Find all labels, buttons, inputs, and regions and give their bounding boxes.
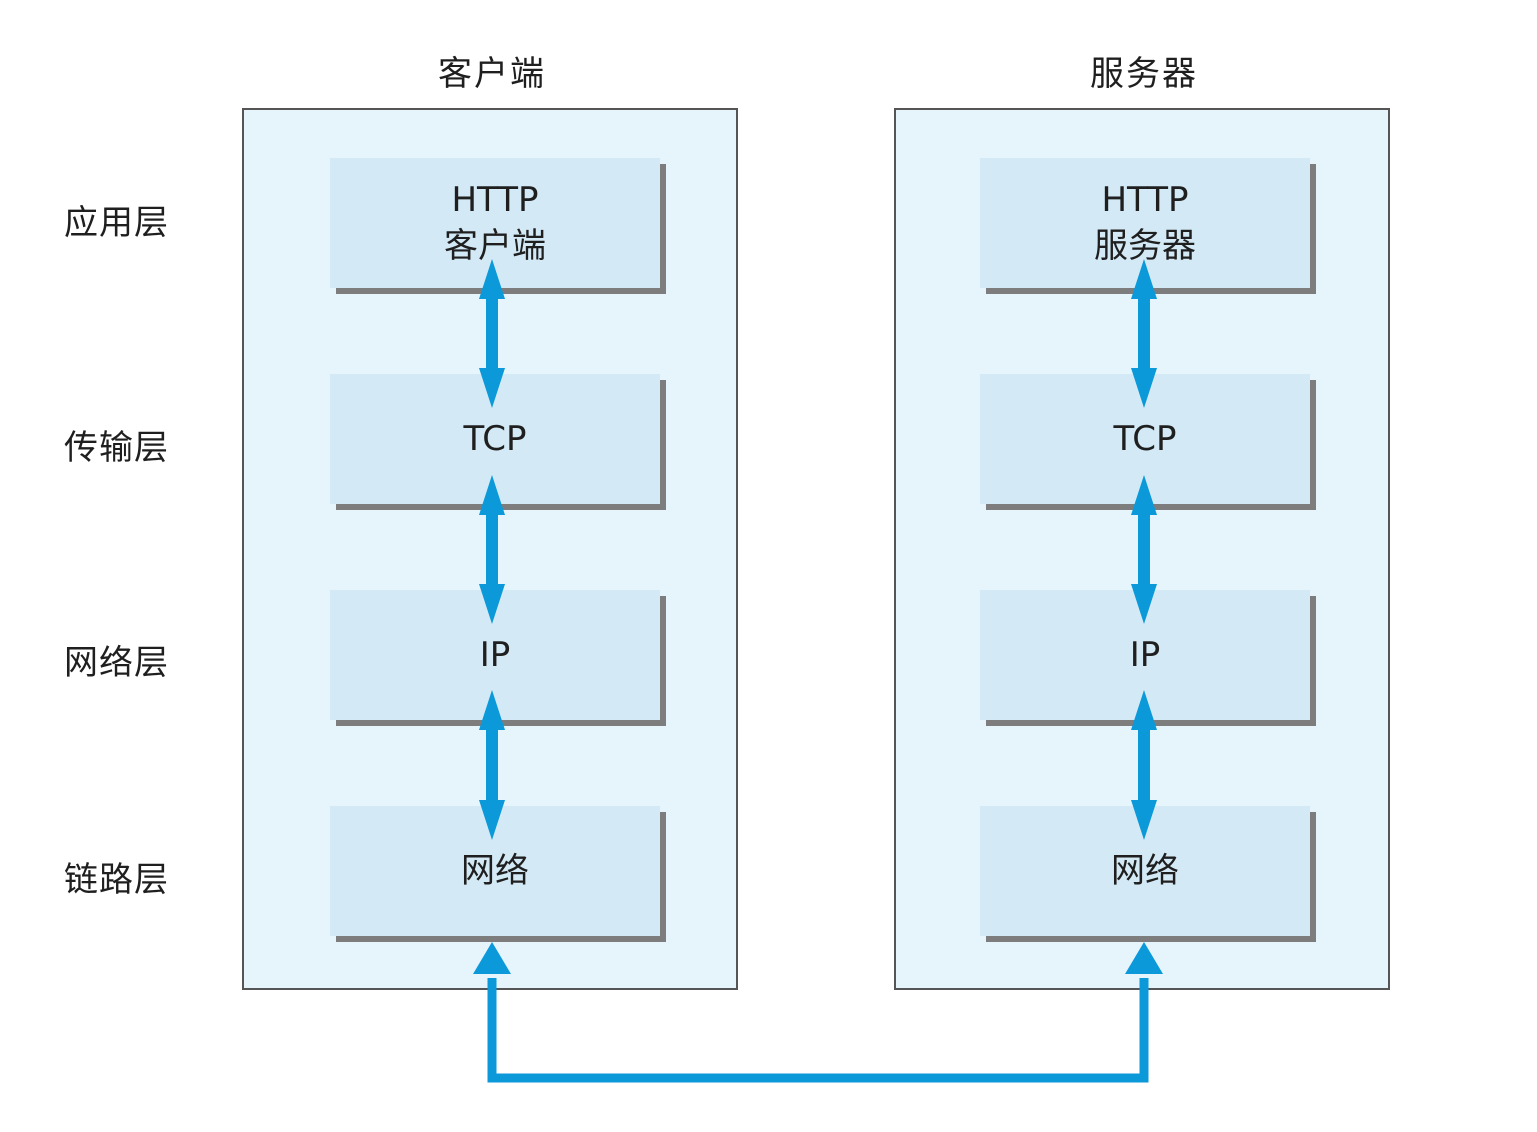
client-ip-label: IP bbox=[479, 635, 511, 675]
server-link-label: 网络 bbox=[1111, 851, 1179, 891]
client-http-box: HTTP 客户端 bbox=[330, 158, 660, 288]
server-http-sublabel: 服务器 bbox=[1094, 226, 1196, 266]
server-http-box: HTTP 服务器 bbox=[980, 158, 1310, 288]
layer-label-network: 网络层 bbox=[64, 643, 169, 683]
client-http-label: HTTP bbox=[451, 180, 539, 220]
server-link-box: 网络 bbox=[980, 806, 1310, 936]
server-ip-box: IP bbox=[980, 590, 1310, 720]
client-ip-box: IP bbox=[330, 590, 660, 720]
client-http-sublabel: 客户端 bbox=[444, 226, 546, 266]
server-tcp-label: TCP bbox=[1113, 419, 1177, 459]
client-link-label: 网络 bbox=[461, 851, 529, 891]
client-column-title: 客户端 bbox=[438, 54, 546, 94]
host-connection-line bbox=[487, 978, 1149, 1083]
server-column-title: 服务器 bbox=[1090, 54, 1198, 94]
layer-label-transport: 传输层 bbox=[64, 428, 169, 468]
client-link-box: 网络 bbox=[330, 806, 660, 936]
server-tcp-box: TCP bbox=[980, 374, 1310, 504]
client-tcp-label: TCP bbox=[463, 419, 527, 459]
server-http-label: HTTP bbox=[1101, 180, 1189, 220]
server-ip-label: IP bbox=[1129, 635, 1161, 675]
layer-label-application: 应用层 bbox=[64, 203, 169, 243]
client-tcp-box: TCP bbox=[330, 374, 660, 504]
layer-label-link: 链路层 bbox=[64, 860, 169, 900]
